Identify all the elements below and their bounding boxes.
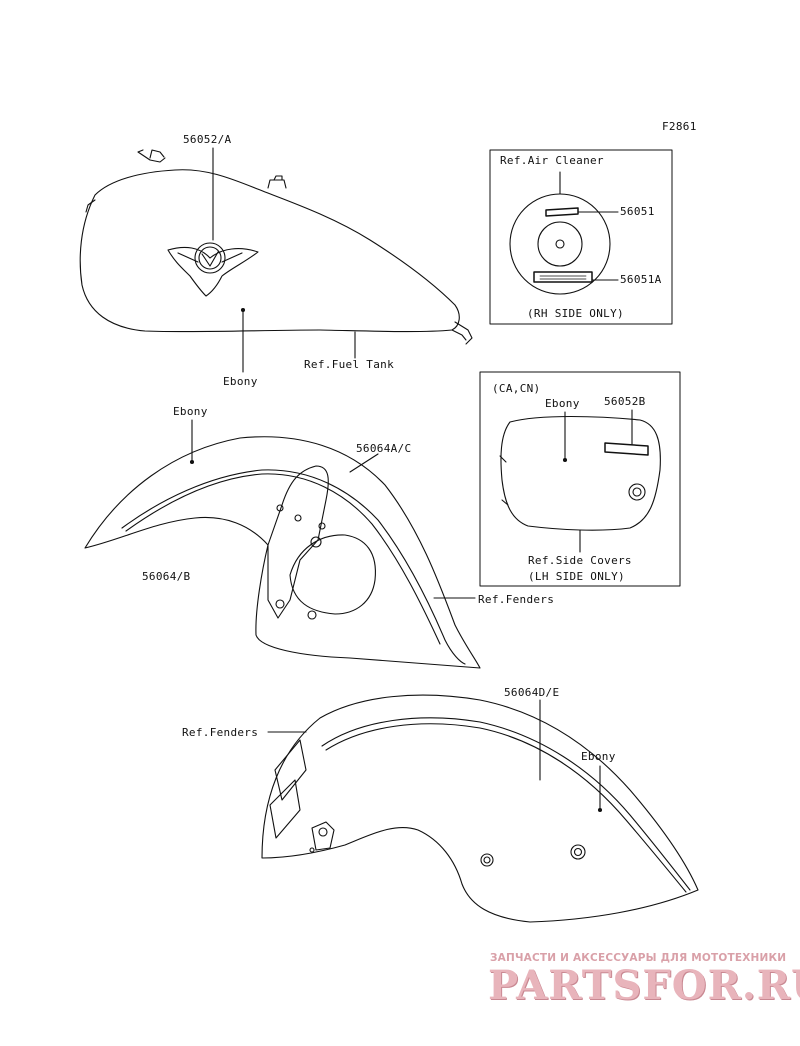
part-number-56051: 56051 xyxy=(620,205,655,218)
part-number-56051a: 56051A xyxy=(620,273,662,286)
tank-color-label: Ebony xyxy=(223,375,258,388)
side-cover-note: (LH SIDE ONLY) xyxy=(528,570,625,583)
leader-56064ac xyxy=(349,453,379,473)
figure-code: F2861 xyxy=(662,120,697,133)
part-number-56052b: 56052B xyxy=(604,395,646,408)
side-cover-color-label: Ebony xyxy=(545,397,580,410)
part-number-56064ac: 56064A/C xyxy=(356,442,412,455)
part-number-56064b: 56064/B xyxy=(142,570,191,583)
ref-fuel-tank-label: Ref.Fuel Tank xyxy=(304,358,394,371)
ref-fenders-rear-label: Ref.Fenders xyxy=(182,726,259,739)
rear-fender-color-label: Ebony xyxy=(581,750,616,763)
air-cleaner-title: Ref.Air Cleaner xyxy=(500,154,604,167)
air-cleaner-note: (RH SIDE ONLY) xyxy=(527,307,624,320)
air-cleaner-drawing xyxy=(509,193,611,295)
air-cleaner-box xyxy=(489,149,673,325)
watermark-brand: PARTSFOR.RU xyxy=(488,962,800,1009)
part-number-56064de: 56064D/E xyxy=(504,686,560,699)
side-cover-region: (CA,CN) xyxy=(492,382,541,395)
rear-fender-drawing xyxy=(261,694,699,923)
watermark-subtitle: ЗАПЧАСТИ И АКСЕССУАРЫ ДЛЯ МОТОТЕХНИКИ xyxy=(490,952,787,964)
front-fender-drawing xyxy=(84,436,481,669)
fuel-tank-drawing xyxy=(79,149,473,345)
side-cover-box xyxy=(479,371,681,587)
front-fender-color-label: Ebony xyxy=(173,405,208,418)
ref-fenders-front-label: Ref.Fenders xyxy=(478,593,555,606)
side-cover-drawing xyxy=(499,415,661,531)
ref-side-covers-label: Ref.Side Covers xyxy=(528,554,632,567)
part-number-56052a: 56052/A xyxy=(183,133,232,146)
